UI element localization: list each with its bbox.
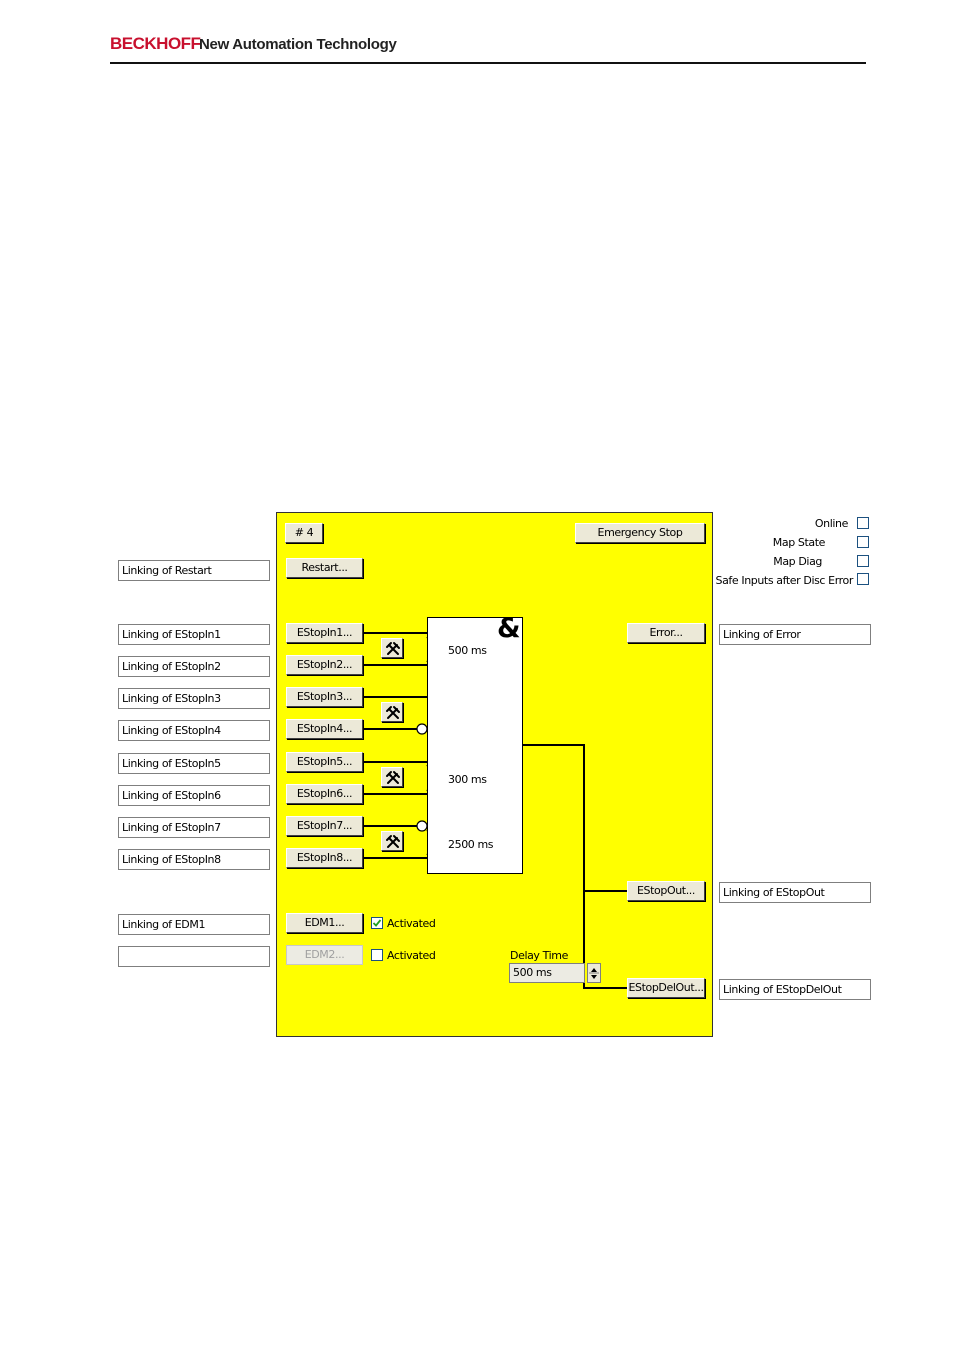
estopin3-button[interactable]: EStopIn3... — [286, 687, 363, 707]
spin-arrows[interactable] — [587, 963, 601, 983]
input-pair-4-settings-button[interactable] — [381, 831, 403, 851]
input-pair-2-settings-button[interactable] — [381, 702, 403, 722]
estopin7-button[interactable]: EStopIn7... — [286, 816, 363, 836]
estopin5-button[interactable]: EStopIn5... — [286, 752, 363, 772]
error-button[interactable]: Error... — [627, 623, 705, 643]
delay-time-value[interactable]: 500 ms — [509, 963, 585, 983]
estopout-button[interactable]: EStopOut... — [627, 881, 705, 901]
estopin6-button[interactable]: EStopIn6... — [286, 784, 363, 804]
tools-icon — [386, 835, 400, 848]
beckhoff-logo: BECKHOFF — [110, 34, 201, 53]
time-label-1: 500 ms — [448, 644, 487, 657]
option-safe-inputs-label: Safe Inputs after Disc Error — [715, 574, 853, 587]
check-icon — [372, 919, 382, 927]
edm2-activated-label: Activated — [387, 949, 436, 962]
and-gate-block — [427, 617, 523, 874]
edm1-activated-label: Activated — [387, 917, 436, 930]
link-estopin2-field[interactable]: Linking of EStopIn2 — [118, 656, 270, 677]
time-label-3: 2500 ms — [448, 838, 494, 851]
restart-button[interactable]: Restart... — [286, 558, 363, 578]
estopdelout-button[interactable]: EStopDelOut... — [627, 978, 705, 998]
delay-time-spinner[interactable]: 500 ms — [509, 963, 601, 983]
link-estopout-field[interactable]: Linking of EStopOut — [719, 882, 871, 903]
and-symbol: & — [497, 613, 521, 644]
option-map-diag-checkbox[interactable] — [857, 555, 869, 567]
fb-number: # 4 — [285, 523, 323, 543]
estopin4-button[interactable]: EStopIn4... — [286, 719, 363, 739]
header-divider — [110, 62, 866, 64]
link-error-field[interactable]: Linking of Error — [719, 624, 871, 645]
option-online-label: Online — [814, 517, 848, 530]
link-estopdelout-field[interactable]: Linking of EStopDelOut — [719, 979, 871, 1000]
header-tagline: New Automation Technology — [199, 36, 397, 53]
link-estopin3-field[interactable]: Linking of EStopIn3 — [118, 688, 270, 709]
tools-icon — [386, 642, 400, 655]
spin-up-down-icon — [589, 968, 599, 979]
edm2-button[interactable]: EDM2... — [286, 945, 363, 965]
option-map-state-label: Map State — [772, 536, 826, 549]
tools-icon — [386, 706, 400, 719]
time-label-2: 300 ms — [448, 773, 487, 786]
edm2-activated-checkbox[interactable] — [371, 949, 383, 961]
link-estopin7-field[interactable]: Linking of EStopIn7 — [118, 817, 270, 838]
link-estopin1-field[interactable]: Linking of EStopIn1 — [118, 624, 270, 645]
tools-icon — [386, 771, 400, 784]
link-estopin5-field[interactable]: Linking of EStopIn5 — [118, 753, 270, 774]
option-map-state-checkbox[interactable] — [857, 536, 869, 548]
option-safe-inputs-checkbox[interactable] — [857, 573, 869, 585]
input-pair-1-settings-button[interactable] — [381, 638, 403, 658]
fb-function-name: Emergency Stop — [575, 523, 705, 543]
link-restart-field[interactable]: Linking of Restart — [118, 560, 270, 581]
link-edm2-field[interactable] — [118, 946, 270, 967]
edm1-button[interactable]: EDM1... — [286, 913, 363, 933]
delay-time-label: Delay Time — [510, 949, 568, 962]
link-estopin4-field[interactable]: Linking of EStopIn4 — [118, 720, 270, 741]
edm1-activated-checkbox[interactable] — [371, 917, 383, 929]
link-edm1-field[interactable]: Linking of EDM1 — [118, 914, 270, 935]
option-map-diag-label: Map Diag — [773, 555, 822, 568]
link-estopin8-field[interactable]: Linking of EStopIn8 — [118, 849, 270, 870]
estopin8-button[interactable]: EStopIn8... — [286, 848, 363, 868]
link-estopin6-field[interactable]: Linking of EStopIn6 — [118, 785, 270, 806]
option-online-checkbox[interactable] — [857, 517, 869, 529]
estopin1-button[interactable]: EStopIn1... — [286, 623, 363, 643]
estopin2-button[interactable]: EStopIn2... — [286, 655, 363, 675]
input-pair-3-settings-button[interactable] — [381, 767, 403, 787]
